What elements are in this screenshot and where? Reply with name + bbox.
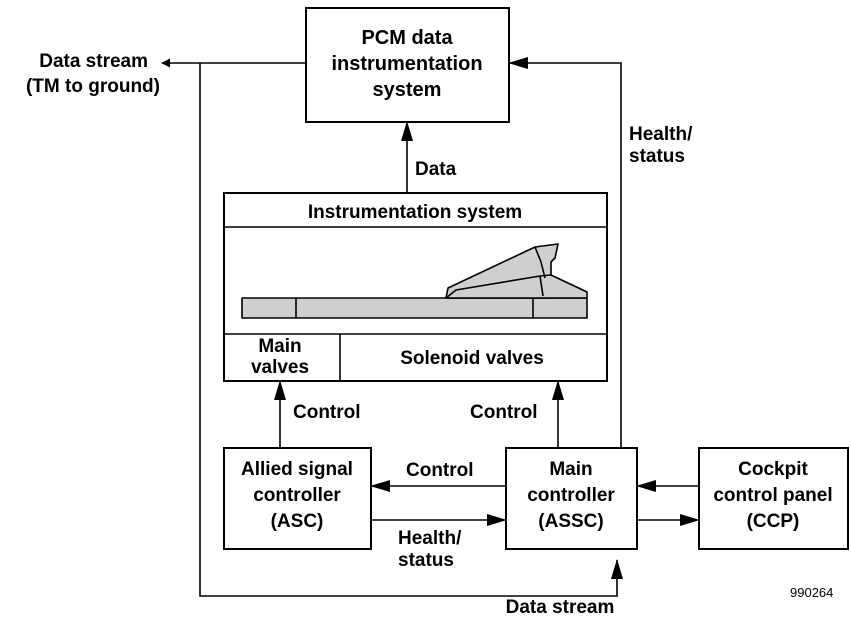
pcm-data-system-box: PCM data instrumentation system: [305, 7, 510, 123]
asc-label-line-1: Allied signal: [241, 459, 353, 480]
health-status-right-line-2: status: [629, 146, 685, 167]
data-stream-bottom-label: Data stream: [506, 597, 615, 618]
pcm-label-line-1: PCM data: [361, 27, 453, 49]
asc-box: Allied signal controller (ASC): [223, 447, 372, 550]
instrumentation-system-box: Instrumentation system Main valves Solen…: [223, 192, 608, 382]
health-status-to-pcm-arrow: [508, 57, 622, 448]
assc-label-line-1: Main: [549, 459, 592, 480]
control-left-label: Control: [293, 402, 361, 423]
assc-label-line-2: controller: [527, 485, 615, 506]
asc-label-line-3: (ASC): [271, 511, 324, 532]
figure-id: 990264: [790, 585, 833, 600]
data-stream-tm-line-1: Data stream: [39, 51, 148, 72]
health-status-mid-line-1: Health/: [398, 528, 462, 549]
data-label: Data: [415, 159, 457, 180]
pcm-label-line-2: instrumentation: [331, 53, 482, 75]
ccp-box: Cockpit control panel (CCP): [698, 447, 849, 550]
connectors: [161, 57, 700, 597]
instrumentation-system-title: Instrumentation system: [308, 202, 522, 223]
asc-label-line-2: controller: [253, 485, 341, 506]
pcm-label-line-3: system: [373, 79, 442, 101]
control-mid-label: Control: [406, 460, 474, 481]
control-right-label: Control: [470, 402, 538, 423]
ccp-label-line-3: (CCP): [747, 511, 800, 532]
main-valves-line-1: Main: [258, 336, 301, 357]
engine-illustration: [241, 243, 588, 319]
assc-label-line-3: (ASSC): [538, 511, 603, 532]
data-stream-loop-line: [199, 63, 623, 597]
data-stream-tm-line-2: (TM to ground): [26, 76, 160, 97]
assc-box: Main controller (ASSC): [505, 447, 638, 550]
solenoid-valves-cell: Solenoid valves: [400, 348, 544, 369]
health-status-right-line-1: Health/: [629, 124, 693, 145]
health-status-mid-line-2: status: [398, 550, 454, 571]
ccp-label-line-2: control panel: [713, 485, 832, 506]
ccp-label-line-1: Cockpit: [738, 459, 808, 480]
main-valves-cell: Main valves: [251, 336, 309, 378]
solenoid-valves-label: Solenoid valves: [400, 348, 544, 369]
main-valves-line-2: valves: [251, 357, 309, 378]
